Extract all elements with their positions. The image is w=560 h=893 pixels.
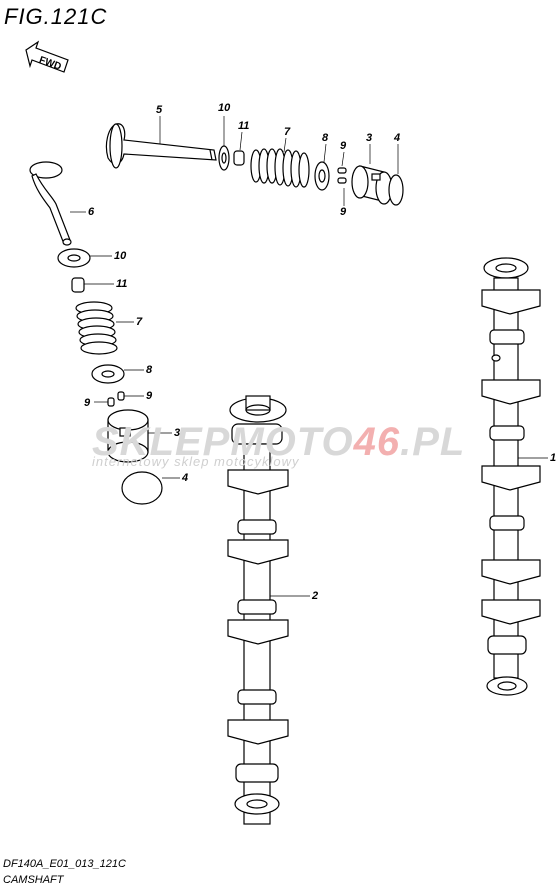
callout-10: 10	[218, 102, 231, 114]
camshaft-1	[481, 257, 541, 696]
callout-8: 8	[322, 132, 329, 144]
left-valve-6	[29, 161, 72, 246]
fwd-arrow-icon: FWD	[25, 40, 69, 73]
upper-spring-seat-8	[314, 161, 330, 191]
upper-retainer-10	[218, 145, 230, 171]
camshaft-2	[227, 395, 289, 825]
upper-shim-4	[388, 174, 404, 206]
upper-spring-7	[250, 148, 310, 188]
figure-name: CAMSHAFT	[3, 874, 64, 886]
watermark-tagline: internetowy sklep motocyklowy	[92, 454, 300, 469]
callout-3: 3	[366, 132, 373, 144]
callout-1: 1	[550, 452, 557, 464]
callout-9: 9	[146, 390, 153, 402]
callout-9: 9	[340, 140, 347, 152]
callout-4: 4	[394, 132, 401, 144]
callout-9: 9	[340, 206, 347, 218]
callout-9: 9	[84, 397, 91, 409]
figure-code: DF140A_E01_013_121C	[3, 858, 126, 870]
watermark-brand: SKLEPMOTO46.PL	[92, 420, 466, 464]
callout-11: 11	[238, 120, 250, 132]
callout-5: 5	[156, 104, 163, 116]
callout-10: 10	[114, 250, 127, 262]
upper-cotter-9	[337, 167, 347, 184]
upper-valve-5	[105, 123, 217, 169]
left-cotter-9	[107, 391, 125, 407]
callout-11: 11	[116, 278, 128, 290]
figure-title: FIG.121C	[4, 4, 108, 29]
left-spring-7	[75, 301, 118, 355]
upper-tappet-3	[351, 165, 393, 205]
callout-2: 2	[312, 590, 319, 602]
left-seal-11	[71, 277, 85, 293]
left-retainer-10	[57, 248, 91, 268]
left-spring-seat-8	[91, 364, 125, 384]
callout-7: 7	[136, 316, 143, 328]
upper-seal-11	[233, 150, 245, 166]
callout-4: 4	[182, 472, 189, 484]
callout-7: 7	[284, 126, 291, 138]
callout-3: 3	[174, 427, 181, 439]
callout-6: 6	[88, 206, 95, 218]
leader-lines	[70, 116, 548, 597]
left-shim-4	[121, 471, 163, 505]
callout-8: 8	[146, 364, 153, 376]
left-tappet-3	[107, 409, 149, 463]
